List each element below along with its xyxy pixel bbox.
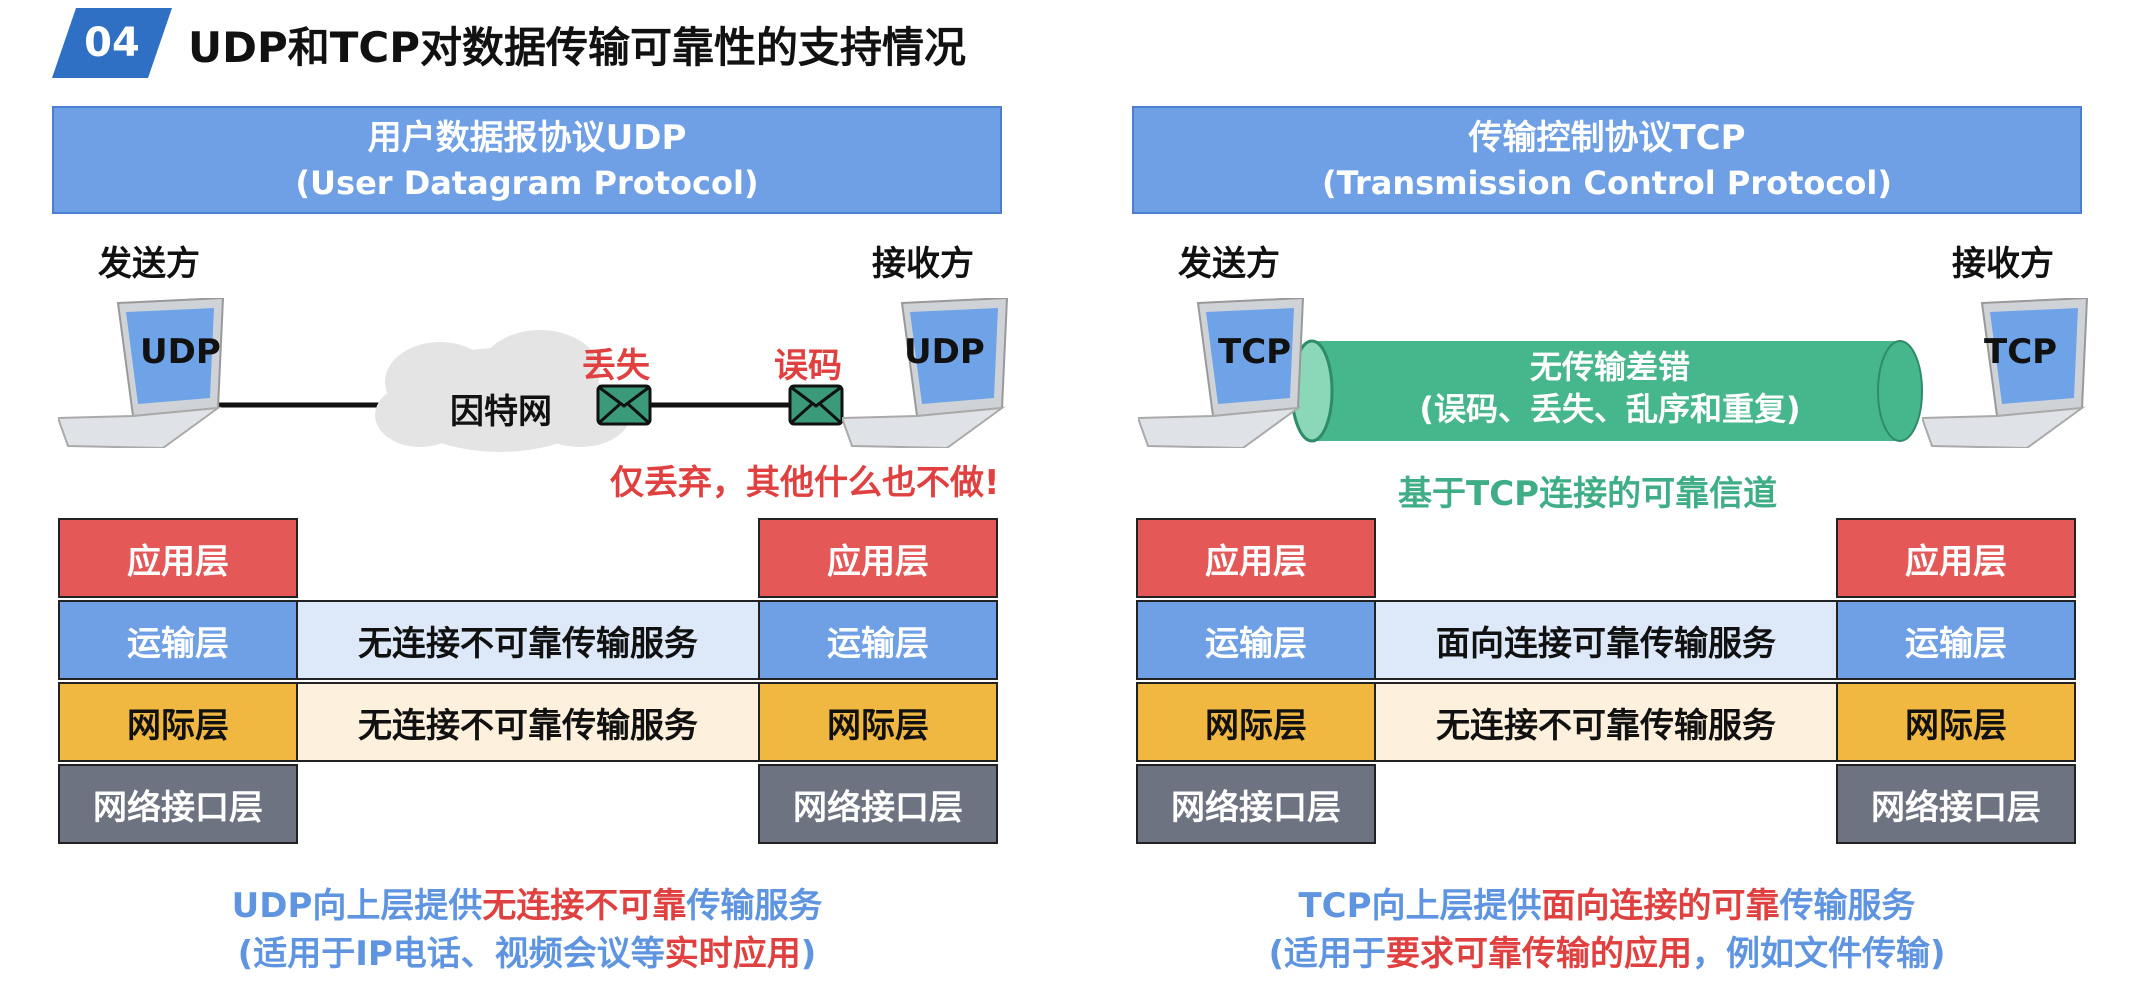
tcp-header: 传输控制协议TCP (Transmission Control Protocol… <box>1132 106 2082 214</box>
lost-packet-envelope-icon <box>596 384 652 426</box>
udp-sender-internet-layer: 网际层 <box>58 682 298 762</box>
error-packet-envelope-icon <box>788 384 844 426</box>
tcp-header-name: 传输控制协议TCP <box>1468 118 1746 158</box>
tcp-summary1-a: TCP向上层提供 <box>1298 886 1542 926</box>
udp-network-diagram <box>210 330 844 452</box>
udp-summary1-c: 传输服务 <box>686 886 823 926</box>
tcp-sender-transport-layer: 运输层 <box>1136 600 1376 680</box>
tcp-sender-internet-layer: 网际层 <box>1136 682 1376 762</box>
tcp-internet-service: 无连接不可靠传输服务 <box>1376 682 1836 762</box>
udp-receiver-internet-layer: 网际层 <box>758 682 998 762</box>
udp-header-name: 用户数据报协议UDP <box>367 118 687 158</box>
udp-sender-laptop-icon <box>58 298 225 448</box>
tcp-header-full-name: (Transmission Control Protocol) <box>1322 164 1892 202</box>
udp-summary2-c: ) <box>800 934 817 974</box>
tcp-sender-laptop-label: TCP <box>1218 332 1292 372</box>
udp-sender-link-layer: 网络接口层 <box>58 764 298 844</box>
tcp-receiver-link-layer: 网络接口层 <box>1836 764 2076 844</box>
tcp-receiver-internet-layer: 网际层 <box>1836 682 2076 762</box>
slide-number-badge: 04 <box>52 8 172 78</box>
udp-internet-service: 无连接不可靠传输服务 <box>298 682 758 762</box>
udp-receiver-laptop-icon <box>842 298 1009 448</box>
udp-receiver-app-layer: 应用层 <box>758 518 998 598</box>
tcp-summary-line1: TCP向上层提供面向连接的可靠传输服务 <box>1132 882 2082 930</box>
udp-summary2-b: 实时应用 <box>664 934 801 974</box>
udp-header-full-name: (User Datagram Protocol) <box>295 164 759 202</box>
udp-sender-app-layer: 应用层 <box>58 518 298 598</box>
tcp-summary1-b: 面向连接的可靠 <box>1541 886 1780 926</box>
tcp-tube-line1: 无传输差错 <box>1529 348 1690 386</box>
tcp-transport-service: 面向连接可靠传输服务 <box>1376 600 1836 680</box>
tcp-receiver-transport-layer: 运输层 <box>1836 600 2076 680</box>
udp-receiver-link-layer: 网络接口层 <box>758 764 998 844</box>
tcp-reliable-channel-tube <box>1290 339 1923 443</box>
udp-transport-service: 无连接不可靠传输服务 <box>298 600 758 680</box>
tcp-receiver-laptop-label: TCP <box>1984 332 2058 372</box>
tcp-summary2-c: ，例如文件传输) <box>1692 934 1946 974</box>
tcp-sender-label: 发送方 <box>1178 244 1280 284</box>
udp-sender-transport-layer: 运输层 <box>58 600 298 680</box>
udp-header: 用户数据报协议UDP (User Datagram Protocol) <box>52 106 1002 214</box>
tcp-sender-app-layer: 应用层 <box>1136 518 1376 598</box>
tcp-summary2-b: 要求可靠传输的应用 <box>1386 934 1692 974</box>
internet-label: 因特网 <box>450 392 552 432</box>
tcp-summary-line2: (适用于要求可靠传输的应用，例如文件传输) <box>1132 930 2082 978</box>
slide-title: UDP和TCP对数据传输可靠性的支持情况 <box>188 23 967 72</box>
tcp-tube-text: 无传输差错 (误码、丢失、乱序和重复) <box>1330 346 1890 430</box>
udp-summary-line1: UDP向上层提供无连接不可靠传输服务 <box>52 882 1002 930</box>
tcp-summary2-a: (适用于 <box>1268 934 1386 974</box>
tcp-receiver-label: 接收方 <box>1952 244 2054 284</box>
udp-receiver-transport-layer: 运输层 <box>758 600 998 680</box>
udp-receiver-label: 接收方 <box>872 244 974 284</box>
tcp-sender-link-layer: 网络接口层 <box>1136 764 1376 844</box>
udp-summary2-a: (适用于IP电话、视频会议等 <box>237 934 665 974</box>
udp-sender-label: 发送方 <box>98 244 200 284</box>
tcp-receiver-app-layer: 应用层 <box>1836 518 2076 598</box>
udp-receiver-laptop-label: UDP <box>904 332 985 372</box>
udp-summary1-a: UDP向上层提供 <box>231 886 483 926</box>
udp-summary-line2: (适用于IP电话、视频会议等实时应用) <box>52 930 1002 978</box>
tcp-summary1-c: 传输服务 <box>1779 886 1916 926</box>
internet-cloud-icon <box>375 330 630 452</box>
tcp-receiver-laptop-icon <box>1922 298 2089 448</box>
udp-sender-laptop-label: UDP <box>140 332 221 372</box>
lost-label: 丢失 <box>582 346 650 386</box>
error-label: 误码 <box>774 346 842 386</box>
tcp-sender-laptop-icon <box>1138 298 1305 448</box>
tcp-tube-line2: (误码、丢失、乱序和重复) <box>1419 390 1801 428</box>
tcp-channel-label: 基于TCP连接的可靠信道 <box>1398 474 1778 514</box>
udp-discard-note: 仅丢弃，其他什么也不做! <box>610 463 1000 503</box>
udp-summary1-b: 无连接不可靠 <box>482 886 687 926</box>
